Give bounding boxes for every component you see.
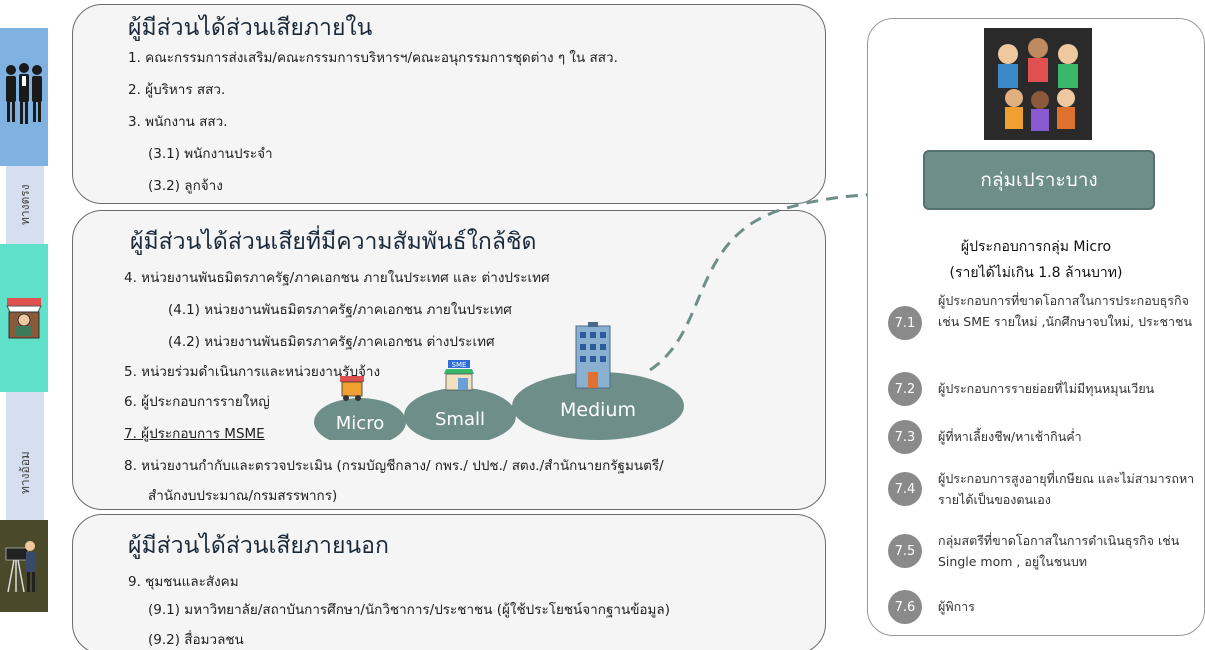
badge-7-1: 7.1 [888,306,922,340]
close-item-5: 5. หน่วยร่วมดำเนินการและหน่วยงานรับจ้าง [124,364,381,380]
sme-shop-icon: SME [444,360,474,391]
panel-external-stakeholders [72,514,826,650]
vulnerable-text-7-5: กลุ่มสตรีที่ขาดโอกาสในการดำเนินธุรกิจ เช… [938,533,1180,569]
bubble-small [404,388,516,440]
bubble-label-small: Small [435,409,485,430]
shop-vendor-icon [6,298,42,339]
vulnerable-text-7-4: ผู้ประกอบการสูงอายุที่เกษียณ และไม่สามาร… [938,471,1195,507]
close-title: ผู้มีส่วนได้ส่วนเสียที่มีความสัมพันธ์ใกล… [130,229,537,255]
badge-7-5: 7.5 [888,534,922,568]
badge-7-6: 7.6 [888,590,922,624]
external-item-9-2: (9.2) สื่อมวลชน [148,632,244,648]
side-connector-indirect [6,392,44,520]
vulnerable-group-title: กลุ่มเปราะบาง [923,150,1155,210]
side-block-external [0,520,48,612]
internal-title: ผู้มีส่วนได้ส่วนเสียภายใน [128,15,373,41]
internal-item-1: 1. คณะกรรมการส่งเสริม/คณะกรรมการบริหารฯ/… [128,50,618,66]
internal-item-2: 2. ผู้บริหาร สสว. [128,82,226,98]
vulnerable-subtitle-2: (รายได้ไม่เกิน 1.8 ล้านบาท) [949,265,1123,281]
food-cart-icon [340,376,364,401]
camera-operator-icon [5,541,36,593]
badge-7-4: 7.4 [888,472,922,506]
close-item-7: 7. ผู้ประกอบการ MSME [124,426,265,442]
close-item-4-2: (4.2) หน่วยงานพันธมิตรภาครัฐ/ภาคเอกชน ต่… [168,334,495,350]
close-item-6: 6. ผู้ประกอบการรายใหญ่ [124,394,270,410]
business-people-icon [6,63,42,124]
vulnerable-subtitle: ผู้ประกอบการกลุ่ม Micro [960,239,1112,255]
badge-7-2: 7.2 [888,372,922,406]
vulnerable-text-7-1: ผู้ประกอบการที่ขาดโอกาสในการประกอบธุรกิจ… [938,293,1193,329]
close-item-8: 8. หน่วยงานกำกับและตรวจประเมิน (กรมบัญชี… [124,458,664,474]
bubble-label-micro: Micro [336,413,384,434]
close-item-4-1: (4.1) หน่วยงานพันธมิตรภาครัฐ/ภาคเอกชน ภา… [168,302,512,318]
internal-item-3: 3. พนักงาน สสว. [128,114,228,130]
internal-item-3-2: (3.2) ลูกจ้าง [148,178,223,194]
external-title: ผู้มีส่วนได้ส่วนเสียภายนอก [128,533,389,559]
external-item-9-1: (9.1) มหาวิทยาลัย/สถาบันการศึกษา/นักวิชา… [148,602,670,618]
building-icon [575,322,611,389]
close-item-4: 4. หน่วยงานพันธมิตรภาครัฐ/ภาคเอกชน ภายใน… [124,270,550,286]
badge-7-3: 7.3 [888,420,922,454]
bubble-medium [512,372,684,440]
bubble-label-medium: Medium [560,399,636,421]
external-item-9: 9. ชุมชนและสังคม [128,574,239,590]
label-direct: ทางตรง [18,184,32,226]
vulnerable-text-7-3: ผู้ที่หาเลี้ยงชีพ/หาเช้ากินค่ำ [938,429,1082,444]
internal-item-3-1: (3.1) พนักงานประจำ [148,146,273,162]
panel-internal-stakeholders [72,4,826,204]
msme-bubbles: Micro Small Medium SME [314,322,684,440]
vulnerable-text-7-6: ผู้พิการ [938,599,975,614]
close-item-8-cont: สำนักงบประมาณ/กรมสรรพากร) [148,488,338,504]
diverse-people-icon [984,28,1092,140]
side-connector-direct [6,166,44,244]
vulnerable-text-7-2: ผู้ประกอบการรายย่อยที่ไม่มีทุนหมุนเวียน [938,381,1155,396]
label-indirect: ทางอ้อม [18,451,32,495]
bubble-micro [314,398,406,440]
sme-tag: SME [452,361,467,369]
